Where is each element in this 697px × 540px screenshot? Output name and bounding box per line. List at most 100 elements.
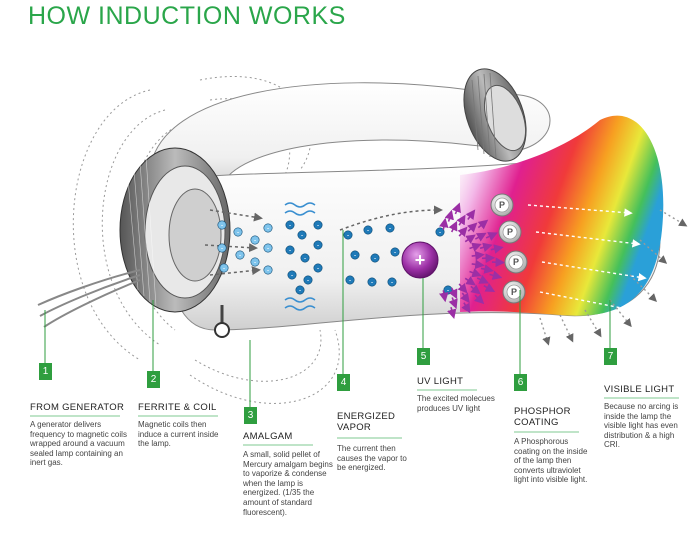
uv-photon-arrow — [474, 232, 487, 242]
step-desc-phosphor-coating: A Phosphorous coating on the inside of t… — [514, 437, 588, 485]
svg-text:-: - — [304, 256, 307, 263]
electron: - — [250, 257, 260, 267]
visible-light-arrow — [539, 291, 645, 316]
step-desc-energized-vapor: The current then causes the vapor to be … — [337, 444, 407, 473]
electron: - — [263, 265, 273, 275]
svg-text:-: - — [221, 223, 224, 230]
uv-photon-arrow — [480, 264, 494, 274]
uv-photon-arrow — [439, 217, 449, 230]
svg-text:-: - — [394, 250, 397, 257]
svg-text:-: - — [374, 256, 377, 263]
uv-photon-arrow — [479, 242, 493, 252]
current-arrows — [204, 205, 443, 276]
svg-text:-: - — [237, 230, 240, 237]
uv-photon-arrow — [483, 283, 496, 293]
step-label-visible-light: VISIBLE LIGHT — [604, 384, 675, 395]
uv-photon-arrow — [464, 234, 476, 244]
step-number-1: 1 — [39, 363, 52, 380]
emitted-light-arrow — [559, 314, 574, 343]
svg-text:-: - — [254, 260, 257, 267]
visible-light-arrow — [541, 261, 647, 282]
uv-photon-arrow — [439, 290, 449, 303]
vapor-waves — [284, 202, 316, 311]
svg-text:-: - — [307, 278, 310, 285]
svg-text:-: - — [439, 230, 442, 237]
step-desc-ferrite-coil: Magnetic coils then induce a current ins… — [138, 420, 219, 449]
electron: - — [263, 243, 273, 253]
electron: - — [295, 285, 305, 295]
emitted-light-arrow — [539, 317, 551, 346]
svg-text:-: - — [254, 238, 257, 245]
svg-text:-: - — [267, 246, 270, 253]
uv-photon-arrow — [448, 220, 458, 233]
emitted-light-arrow — [639, 239, 668, 264]
step-label-ferrite-coil: FERRITE & COIL — [138, 402, 217, 413]
uv-photon-arrow — [471, 259, 485, 270]
uv-photon-arrow — [447, 306, 457, 319]
step-number-5: 5 — [417, 348, 430, 365]
electron: - — [385, 223, 395, 233]
step-number-2: 2 — [147, 371, 160, 388]
electron: - — [345, 275, 355, 285]
uv-photon-arrow — [469, 268, 482, 278]
electron: - — [313, 263, 323, 273]
amalgam-pellet — [214, 305, 230, 338]
uv-photon-arrow — [476, 275, 490, 284]
svg-text:-: - — [447, 288, 450, 295]
step-label-energized-vapor: ENERGIZED VAPOR — [337, 411, 396, 433]
uv-ion: + — [401, 241, 439, 279]
visible-light-arrow — [535, 231, 641, 248]
uv-photon-arrow — [444, 209, 454, 222]
uv-photon-arrow — [464, 276, 476, 286]
electron: - — [343, 230, 353, 240]
svg-text:-: - — [391, 280, 394, 287]
electron: - — [235, 250, 245, 260]
svg-text:-: - — [301, 233, 304, 240]
page-title: HOW INDUCTION WORKS — [28, 2, 346, 30]
emitted-light-arrow — [609, 299, 632, 328]
electron: - — [443, 285, 453, 295]
electron: - — [367, 277, 377, 287]
svg-text:-: - — [299, 288, 302, 295]
uv-ion-symbol: + — [415, 250, 426, 270]
uv-photon-arrow — [448, 297, 458, 309]
svg-text:-: - — [349, 278, 352, 285]
svg-text:-: - — [354, 253, 357, 260]
visible-light-arrow — [527, 204, 633, 217]
uv-photon-arrow — [461, 302, 471, 314]
electron: - — [350, 250, 360, 260]
electron: - — [363, 225, 373, 235]
uv-photon-arrow — [456, 214, 466, 226]
step-desc-amalgam: A small, solid pellet of Mercury amalgam… — [243, 450, 333, 517]
svg-text:-: - — [289, 248, 292, 255]
step-label-phosphor-coating: PHOSPHOR COATING — [514, 406, 571, 428]
uv-photon-arrow — [471, 250, 485, 261]
uv-photon-arrow — [460, 292, 470, 304]
svg-text:-: - — [317, 243, 320, 250]
electron: - — [263, 223, 273, 233]
phosphor-particle: P — [498, 220, 522, 244]
emitted-light-arrow — [629, 274, 657, 302]
step-label-from-generator: FROM GENERATOR — [30, 402, 125, 413]
leader-lines — [44, 230, 611, 410]
step-desc-uv-light: The excited molecues produces UV light — [417, 394, 495, 413]
electron: - — [390, 247, 400, 257]
svg-text:P: P — [499, 200, 505, 210]
uv-photon-arrow — [477, 219, 489, 230]
svg-text:-: - — [267, 268, 270, 275]
step-label-uv-light: UV LIGHT — [417, 376, 464, 387]
electron: - — [217, 243, 227, 253]
phosphor-particle: P — [504, 250, 528, 274]
svg-text:-: - — [317, 223, 320, 230]
uv-photon-arrow — [451, 202, 461, 215]
left-coil — [119, 147, 231, 313]
electron: - — [217, 220, 227, 230]
generator-wires — [37, 269, 141, 328]
electron: - — [250, 235, 260, 245]
electron: - — [387, 277, 397, 287]
uv-photon-arrow — [485, 232, 498, 241]
uv-photon-arrow — [490, 244, 504, 254]
electron: - — [219, 263, 229, 273]
emitted-light-arrow — [659, 209, 688, 227]
